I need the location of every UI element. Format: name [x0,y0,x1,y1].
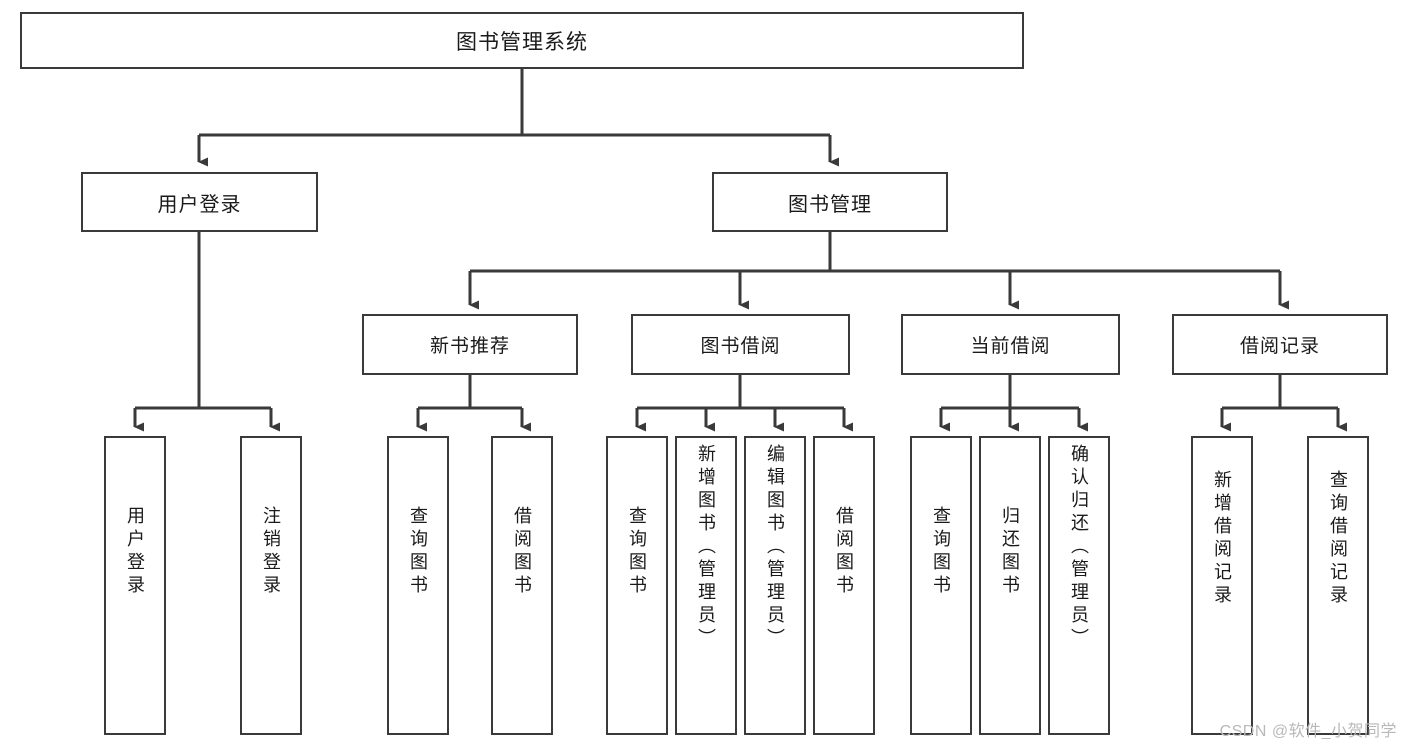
node-user-login[interactable]: 用户登录 [81,172,318,232]
node-label: 借阅图书 [512,506,532,598]
node-borrow-record[interactable]: 借阅记录 [1172,314,1388,375]
leaf-current-borrow-confirm-return-admin[interactable]: 确认归还（管理员） [1048,436,1110,735]
leaf-new-book-borrow-books[interactable]: 借阅图书 [491,436,553,735]
leaf-user-login-user-login[interactable]: 用户登录 [104,436,166,735]
node-label: 查询图书 [931,506,951,598]
node-book-borrow[interactable]: 图书借阅 [631,314,850,375]
node-new-book-recommend[interactable]: 新书推荐 [362,314,578,375]
leaf-book-borrow-borrow-books[interactable]: 借阅图书 [813,436,875,735]
node-label: 图书管理 [788,193,872,216]
leaf-book-borrow-query-books[interactable]: 查询图书 [606,436,668,735]
leaf-new-book-query-books[interactable]: 查询图书 [387,436,449,735]
node-label: 用户登录 [125,506,145,598]
leaf-book-borrow-edit-book-admin[interactable]: 编辑图书（管理员） [744,436,806,735]
leaf-current-borrow-query-books[interactable]: 查询图书 [910,436,972,735]
node-label: 当前借阅 [970,336,1051,357]
node-label: 用户登录 [157,193,242,216]
node-book-management[interactable]: 图书管理 [712,172,948,232]
node-root-book-management-system[interactable]: 图书管理系统 [20,12,1024,69]
node-current-borrow[interactable]: 当前借阅 [901,314,1120,375]
node-label: 编辑图书（管理员） [765,444,785,651]
node-label: 新书推荐 [429,336,510,357]
node-label: 图书管理系统 [456,30,588,54]
node-label: 借阅图书 [834,506,854,598]
node-label: 确认归还（管理员） [1069,444,1089,651]
node-label: 图书借阅 [700,336,781,357]
node-label: 新增借阅记录 [1212,470,1232,608]
node-label: 注销登录 [261,506,281,598]
watermark-text: CSDN @软件_小贺同学 [1219,723,1397,740]
node-label: 查询图书 [627,506,647,598]
node-label: 查询借阅记录 [1328,470,1348,608]
node-label: 查询图书 [408,506,428,598]
leaf-borrow-record-add-record[interactable]: 新增借阅记录 [1191,436,1253,735]
leaf-user-login-logout[interactable]: 注销登录 [240,436,302,735]
leaf-current-borrow-return-books[interactable]: 归还图书 [979,436,1041,735]
leaf-book-borrow-add-book-admin[interactable]: 新增图书（管理员） [675,436,737,735]
node-label: 借阅记录 [1239,336,1320,357]
node-label: 归还图书 [1000,506,1020,598]
node-label: 新增图书（管理员） [696,444,716,651]
leaf-borrow-record-query-record[interactable]: 查询借阅记录 [1307,436,1369,735]
